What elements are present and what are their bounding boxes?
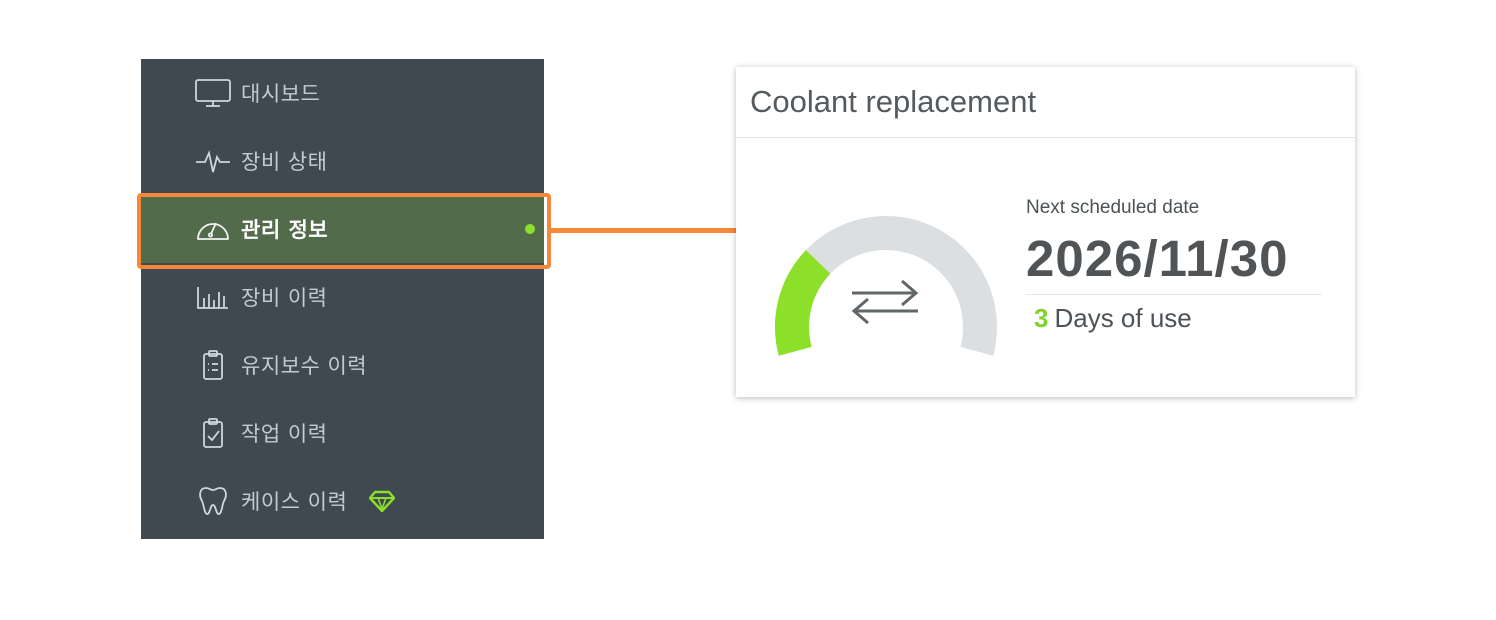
- gauge-icon: [193, 212, 233, 246]
- next-date-value: 2026/11/30: [1026, 230, 1289, 287]
- sidebar-item-work-history[interactable]: 작업 이력: [141, 399, 544, 467]
- sidebar-item-case-history[interactable]: 케이스 이력: [141, 467, 544, 535]
- sidebar-item-label: 유지보수 이력: [241, 354, 368, 378]
- divider: [1026, 294, 1322, 295]
- tooth-icon: [193, 484, 233, 518]
- sidebar-item-label: 관리 정보: [241, 218, 329, 242]
- usage-days-label: Days of use: [1054, 303, 1192, 333]
- sidebar-item-label: 장비 이력: [241, 286, 328, 310]
- usage-gauge: [775, 216, 997, 356]
- gauge-fill: [775, 250, 831, 356]
- monitor-icon: [193, 76, 233, 110]
- next-date-label: Next scheduled date: [1026, 197, 1200, 218]
- sidebar-item-label: 작업 이력: [241, 422, 328, 446]
- clipboard-list-icon: [193, 348, 233, 382]
- sidebar-item-equipment-history[interactable]: 장비 이력: [141, 263, 544, 331]
- sidebar-item-label: 대시보드: [241, 82, 321, 106]
- diamond-icon: [369, 490, 396, 512]
- bar-chart-icon: [193, 280, 233, 314]
- coolant-card: Coolant replacement Next scheduled date …: [736, 67, 1355, 397]
- card-title: Coolant replacement: [736, 67, 1355, 138]
- connector-line: [551, 228, 737, 233]
- sidebar-item-label: 장비 상태: [241, 150, 328, 174]
- clipboard-check-icon: [193, 416, 233, 450]
- sidebar-item-equipment-status[interactable]: 장비 상태: [141, 127, 544, 195]
- active-indicator-dot: [525, 224, 535, 234]
- sidebar-item-dashboard[interactable]: 대시보드: [141, 59, 544, 127]
- sidebar-item-label: 케이스 이력: [241, 490, 348, 514]
- sidebar-nav: 대시보드 장비 상태 관리 정보: [141, 59, 544, 539]
- usage-days-value: 3: [1034, 303, 1049, 333]
- pulse-icon: [193, 144, 233, 178]
- sidebar-item-maintenance-history[interactable]: 유지보수 이력: [141, 331, 544, 399]
- swap-arrows-icon: [851, 279, 919, 325]
- sidebar-item-management-info[interactable]: 관리 정보: [141, 195, 544, 263]
